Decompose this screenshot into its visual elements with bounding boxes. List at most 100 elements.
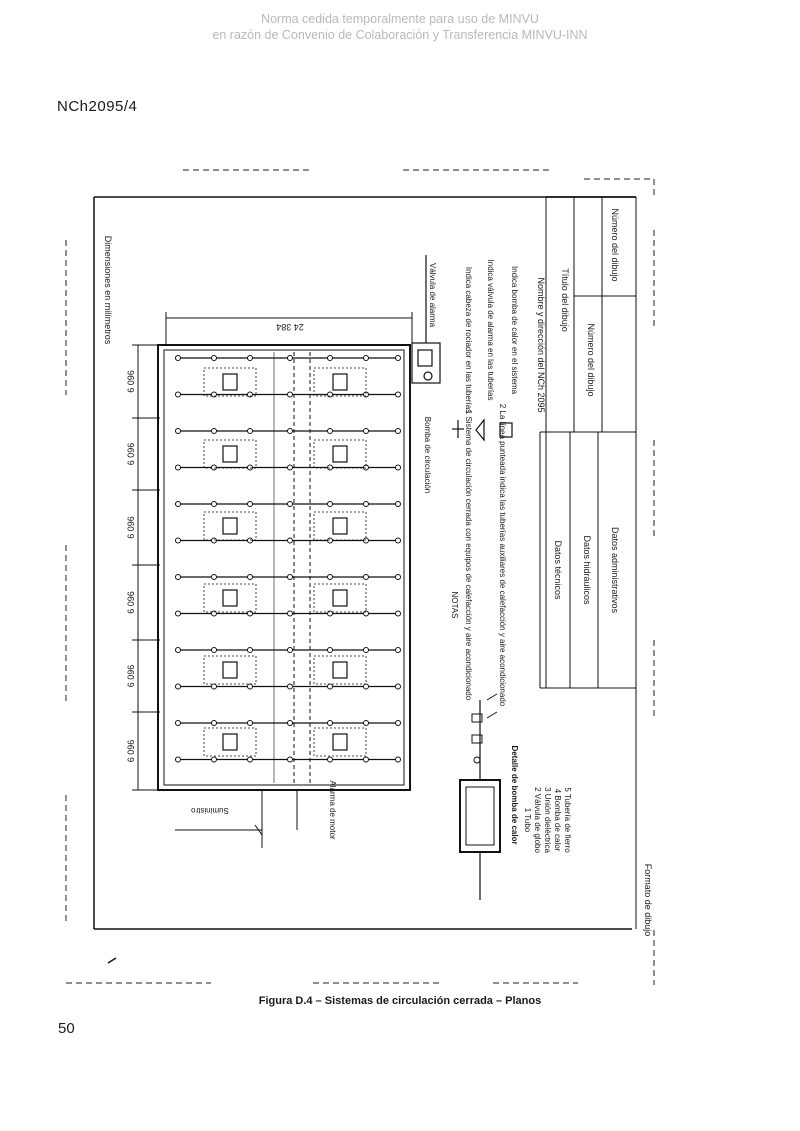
sprinkler-head <box>211 574 217 580</box>
pump-detail-item-2: 2 Válvula de globo <box>533 787 542 853</box>
sprinkler-head <box>247 574 253 580</box>
sprinkler-head <box>327 428 333 434</box>
sprinkler-head <box>175 537 181 544</box>
sprinkler-head <box>363 720 369 726</box>
sprinkler-head <box>395 537 401 544</box>
alarm-valve-label: Válvula de alarma <box>428 263 437 328</box>
circulation-pump-label: Bomba de circulación <box>423 417 432 493</box>
heat-pump-zone <box>313 583 367 613</box>
sprinkler-head <box>175 501 181 507</box>
bay-dimension-label: 6 096 <box>126 443 136 466</box>
sprinkler-head <box>247 756 253 763</box>
stray-mark <box>107 957 117 964</box>
sprinkler-head <box>363 574 369 580</box>
sprinkler-head <box>287 756 293 763</box>
heat-pump <box>222 373 238 391</box>
datos-administrativos: Datos administrativos <box>610 527 620 614</box>
pump-detail <box>459 693 501 900</box>
sprinkler-head <box>395 683 401 690</box>
alarm-valve-riser <box>411 255 441 384</box>
sprinkler-head <box>175 756 181 763</box>
sprinkler-head <box>395 464 401 471</box>
datos-hidraulicos: Datos hidráulicos <box>582 535 592 605</box>
sprinkler-head <box>247 537 253 544</box>
heat-pump-zone <box>203 367 257 397</box>
bay-dimension-label: 6 096 <box>126 665 136 688</box>
sprinkler-head <box>327 720 333 726</box>
heat-pump-zone <box>313 727 367 757</box>
heat-pump <box>222 733 238 751</box>
vendor-name: Nombre y dirección del NCh 2095 <box>536 277 546 412</box>
heat-pump-zone <box>313 367 367 397</box>
heat-pump <box>332 733 348 751</box>
crop-marks <box>65 169 655 985</box>
heat-pump <box>332 373 348 391</box>
sprinkler-head <box>175 647 181 653</box>
sprinkler-head <box>175 391 181 398</box>
sprinkler-head <box>363 355 369 361</box>
sprinkler-head <box>247 464 253 471</box>
building-outline <box>157 344 411 791</box>
title-block <box>539 197 636 689</box>
drawing-subtitle: Número del dibujo <box>586 323 596 396</box>
heat-pump <box>332 589 348 607</box>
sprinkler-head <box>287 391 293 398</box>
note-1: 1 Sistema de circulación cerrada con equ… <box>464 410 473 701</box>
sprinkler-head <box>211 756 217 763</box>
pump-detail-item-5: 5 Tubería de fierro <box>563 787 572 853</box>
heat-pump-zone <box>203 583 257 613</box>
heat-pump <box>332 661 348 679</box>
heat-pump-units <box>203 367 367 757</box>
sprinkler-head <box>287 610 293 617</box>
sprinkler-head <box>287 720 293 726</box>
sprinkler-head <box>363 683 369 690</box>
sprinkler-head <box>327 647 333 653</box>
sprinkler-head <box>395 610 401 617</box>
sprinkler-head <box>247 501 253 507</box>
sprinkler-head <box>211 501 217 507</box>
total-dimension-line <box>165 312 413 344</box>
document-code: NCh2095/4 <box>57 98 138 115</box>
legend-item-sprinkler: Indica cabeza de rociador en las tubería… <box>464 267 473 413</box>
supply-label: Suministro <box>191 806 229 815</box>
page-number: 50 <box>58 1020 75 1037</box>
heat-pump <box>222 445 238 463</box>
sprinkler-head <box>287 574 293 580</box>
heat-pump-zone <box>203 439 257 469</box>
sprinkler-head <box>327 537 333 544</box>
pump-detail-texts: Detalle de bomba de calor 1 Tubo 2 Válvu… <box>510 745 572 853</box>
sprinkler-head <box>211 683 217 690</box>
sprinkler-head <box>247 683 253 690</box>
legend-item-pump: Indica bomba de calor en el sistema <box>510 266 519 395</box>
sprinkler-head <box>363 756 369 763</box>
sprinkler-head <box>363 537 369 544</box>
pump-detail-item-4: 4 Bomba de calor <box>553 789 562 852</box>
heat-pump-zone <box>203 655 257 685</box>
sprinkler-head <box>175 464 181 471</box>
figure-caption: Figura D.4 – Sistemas de circulación cer… <box>258 995 542 1007</box>
drawing-number: Número del dibujo <box>610 208 620 281</box>
sprinkler-head <box>175 720 181 726</box>
sprinkler-head <box>175 683 181 690</box>
sprinkler-head <box>327 501 333 507</box>
heat-pump-zone <box>313 439 367 469</box>
sprinkler-head <box>247 720 253 726</box>
sprinkler-head <box>395 574 401 580</box>
sprinkler-head <box>395 501 401 507</box>
drawing-title: Título del dibujo <box>560 268 570 332</box>
heat-pump-zone <box>203 511 257 541</box>
sprinkler-branches <box>175 355 401 763</box>
watermark-line-1: Norma cedida temporalmente para uso de M… <box>261 12 539 26</box>
sprinkler-head <box>211 537 217 544</box>
sprinkler-head <box>363 647 369 653</box>
sprinkler-head <box>395 756 401 763</box>
sprinkler-head <box>327 683 333 690</box>
sprinkler-head <box>211 428 217 434</box>
watermark-line-2: en razón de Convenio de Colaboración y T… <box>212 28 588 42</box>
sprinkler-head <box>395 720 401 726</box>
main-lines <box>273 352 311 783</box>
feed-lines <box>175 790 298 848</box>
bay-dimension-label: 6 096 <box>126 740 136 763</box>
